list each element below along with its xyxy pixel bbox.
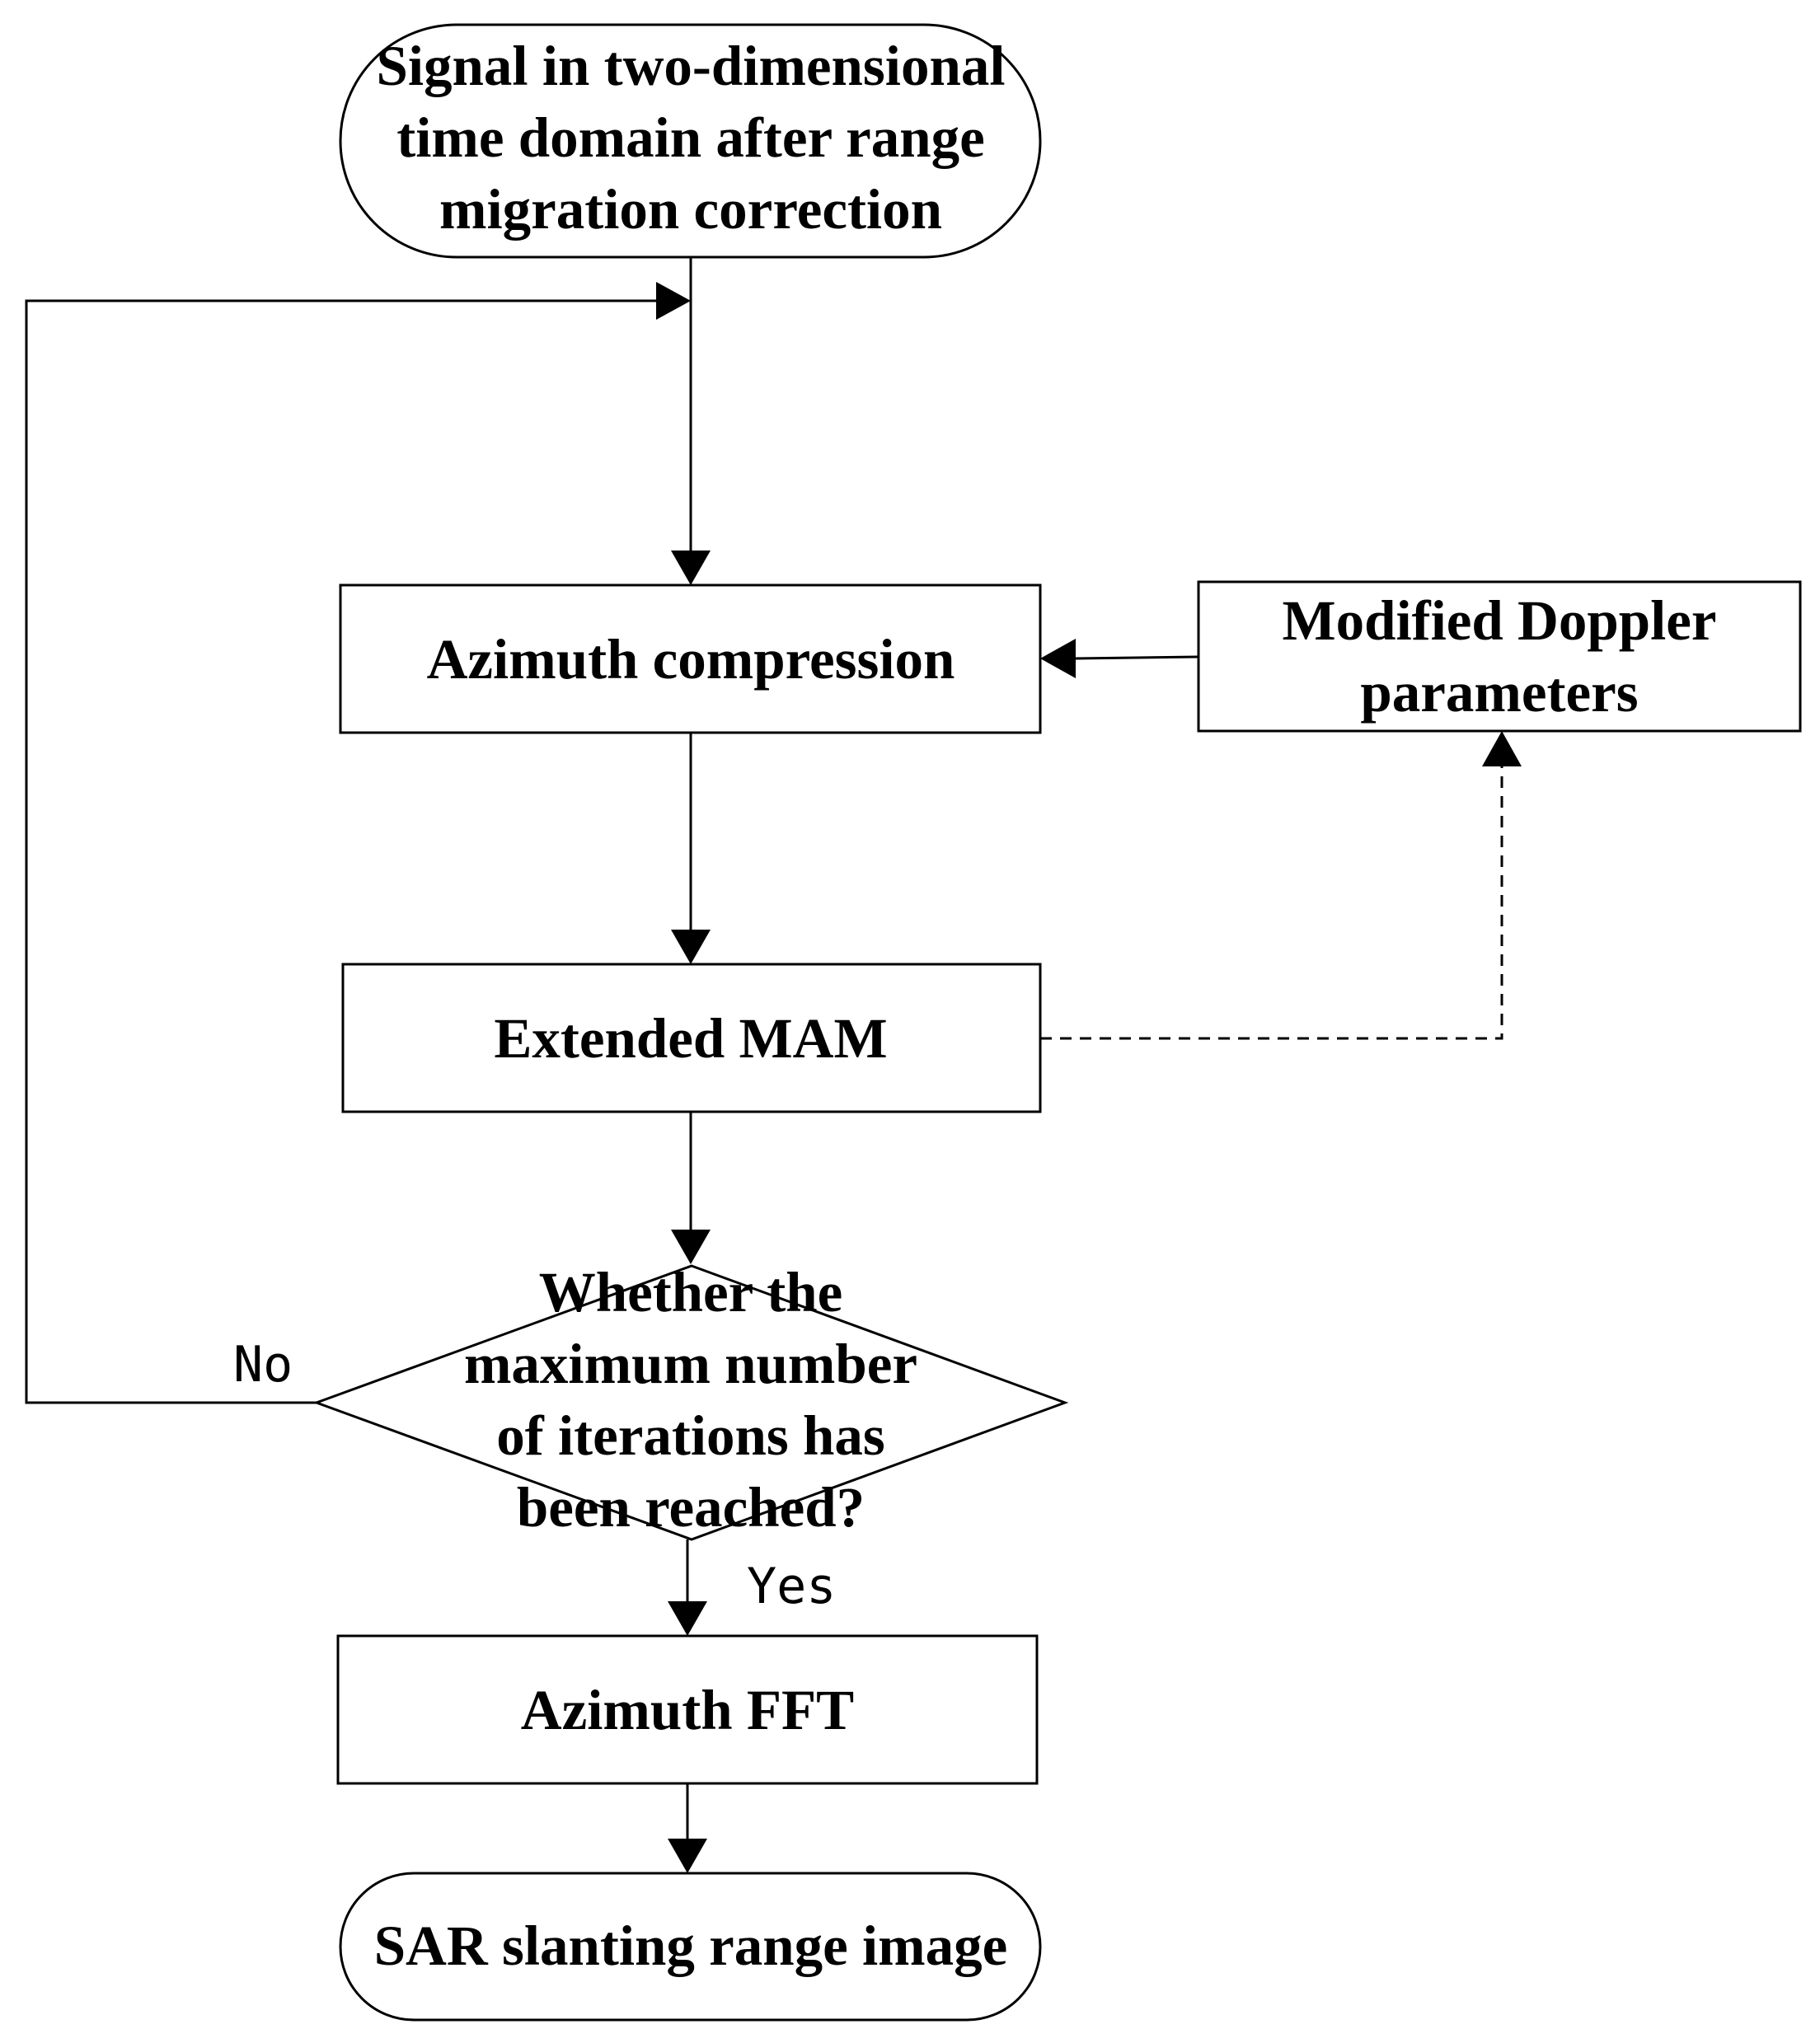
arrowhead-compression-side xyxy=(1040,639,1076,678)
arrowhead-loop xyxy=(656,282,691,320)
arrowhead-decision xyxy=(671,1230,711,1264)
end-terminal xyxy=(339,1872,1042,2022)
arrowhead-fft xyxy=(668,1601,707,1636)
arrowhead-end xyxy=(668,1839,707,1873)
azimuth-compression-label: Azimuth compression xyxy=(427,628,955,691)
arrowhead-doppler xyxy=(1482,731,1522,766)
edge-mam-to-doppler xyxy=(1040,766,1503,1040)
decision-line-3: of iterations has xyxy=(496,1404,884,1467)
start-label: Signal in two-dimensional time domain af… xyxy=(376,35,1005,241)
decision-diamond xyxy=(312,1264,1069,1541)
modified-doppler-line-1: Modified Doppler xyxy=(1282,589,1716,652)
azimuth-compression-box xyxy=(339,583,1042,734)
arrowhead-compression xyxy=(671,551,711,585)
azimuth-fft-label: Azimuth FFT xyxy=(521,1679,854,1741)
edge-no-loop xyxy=(25,299,658,1404)
extended-mam-label: Extended MAM xyxy=(494,1007,887,1070)
edge-doppler-to-compression xyxy=(1075,655,1199,660)
modified-doppler-box xyxy=(1197,580,1802,733)
decision-line-2: maximum number xyxy=(464,1333,917,1395)
decision-line-4: been reached? xyxy=(517,1476,865,1539)
arrowhead-mam xyxy=(671,930,711,964)
start-line-3: migration correction xyxy=(439,178,942,241)
start-line-2: time domain after range xyxy=(396,106,984,169)
start-line-1: Signal in two-dimensional xyxy=(376,35,1005,97)
end-label: SAR slanting range image xyxy=(374,1914,1008,1977)
yes-label: Yes xyxy=(747,1558,836,1615)
decision-line-1: Whether the xyxy=(539,1261,843,1324)
decision-label: Whether the maximum number of iterations… xyxy=(464,1261,917,1539)
modified-doppler-line-2: parameters xyxy=(1360,661,1638,724)
no-label: No xyxy=(233,1336,293,1394)
extended-mam-box xyxy=(341,963,1042,1113)
modified-doppler-label: Modified Doppler parameters xyxy=(1282,589,1716,724)
